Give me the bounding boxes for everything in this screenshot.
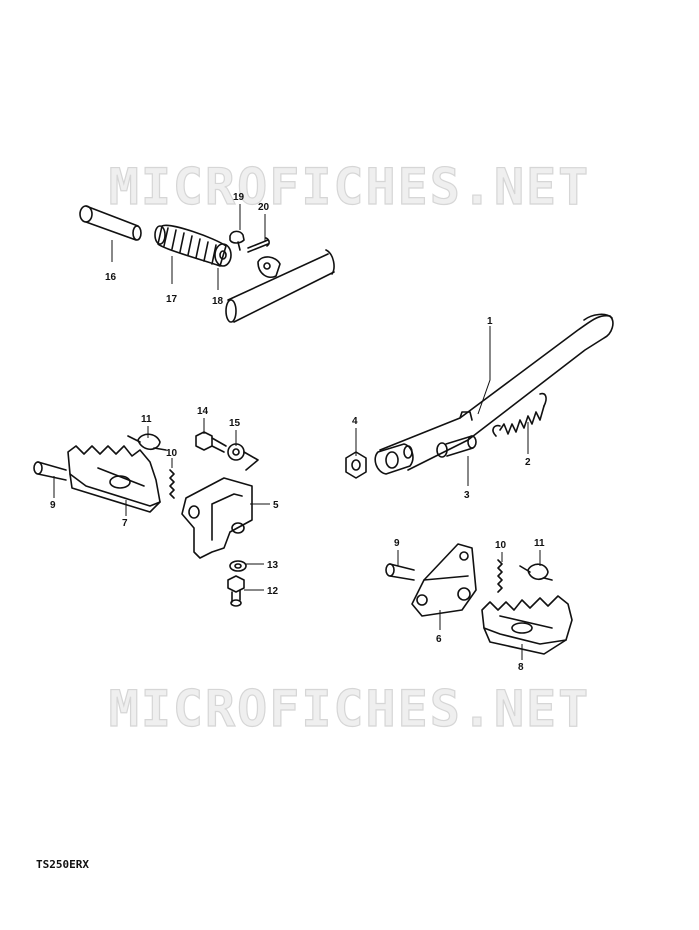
label-part-13: 13 [267, 560, 279, 571]
label-part-4: 4 [352, 416, 358, 427]
label-part-11-right: 11 [534, 538, 545, 549]
spring-10-right-part [497, 559, 503, 593]
pin-19-part [229, 230, 245, 251]
cotter-pin-20-part [247, 237, 270, 253]
leader-lines [53, 204, 541, 660]
label-part-14: 14 [197, 406, 209, 417]
spring-10-left-part [169, 469, 175, 499]
label-part-18: 18 [212, 296, 224, 307]
watermark-top: MICROFICHES.NET [108, 157, 591, 216]
clip-11-left-part [127, 433, 167, 451]
label-part-17: 17 [166, 294, 178, 305]
label-part-6: 6 [436, 634, 442, 645]
label-part-12: 12 [267, 586, 279, 597]
bolt-12-part [227, 575, 245, 607]
bracket-bar-part [225, 249, 335, 323]
label-part-20: 20 [258, 202, 270, 213]
label-part-16: 16 [105, 272, 117, 283]
label-part-7: 7 [122, 518, 128, 529]
footrest-8-part [481, 595, 573, 655]
bolt-14-part [195, 431, 227, 453]
pin-9-right-part [385, 563, 415, 581]
spring-2-part [492, 392, 547, 437]
pin-9-left-part [33, 461, 67, 481]
label-part-9-right: 9 [394, 538, 400, 549]
clip-11-right-part [519, 563, 553, 581]
label-part-8: 8 [518, 662, 524, 673]
model-code-label: TS250ERX [36, 858, 89, 871]
bracket-6-part [411, 543, 477, 617]
label-part-15: 15 [229, 418, 241, 429]
bolt-3-part [436, 435, 477, 458]
label-part-19: 19 [233, 192, 245, 203]
label-part-3: 3 [464, 490, 470, 501]
label-part-5: 5 [273, 500, 279, 511]
pin-16-part [79, 205, 142, 241]
label-part-9-left: 9 [50, 500, 56, 511]
part-labels: 1 2 3 4 5 6 7 8 9 9 10 10 11 11 12 13 14… [50, 192, 545, 673]
washer-15-part [227, 443, 259, 471]
watermark-bottom: MICROFICHES.NET [108, 679, 591, 738]
label-part-2: 2 [525, 457, 531, 468]
washer-18-part [214, 243, 232, 267]
label-part-10-left: 10 [166, 448, 178, 459]
side-stand-1-part [374, 313, 614, 475]
label-part-10-right: 10 [495, 540, 507, 551]
footrest-7-part [67, 445, 161, 513]
washer-13-part [229, 560, 247, 572]
label-part-1: 1 [487, 316, 493, 327]
label-part-11-left: 11 [141, 414, 152, 425]
bracket-5-part [181, 477, 253, 559]
